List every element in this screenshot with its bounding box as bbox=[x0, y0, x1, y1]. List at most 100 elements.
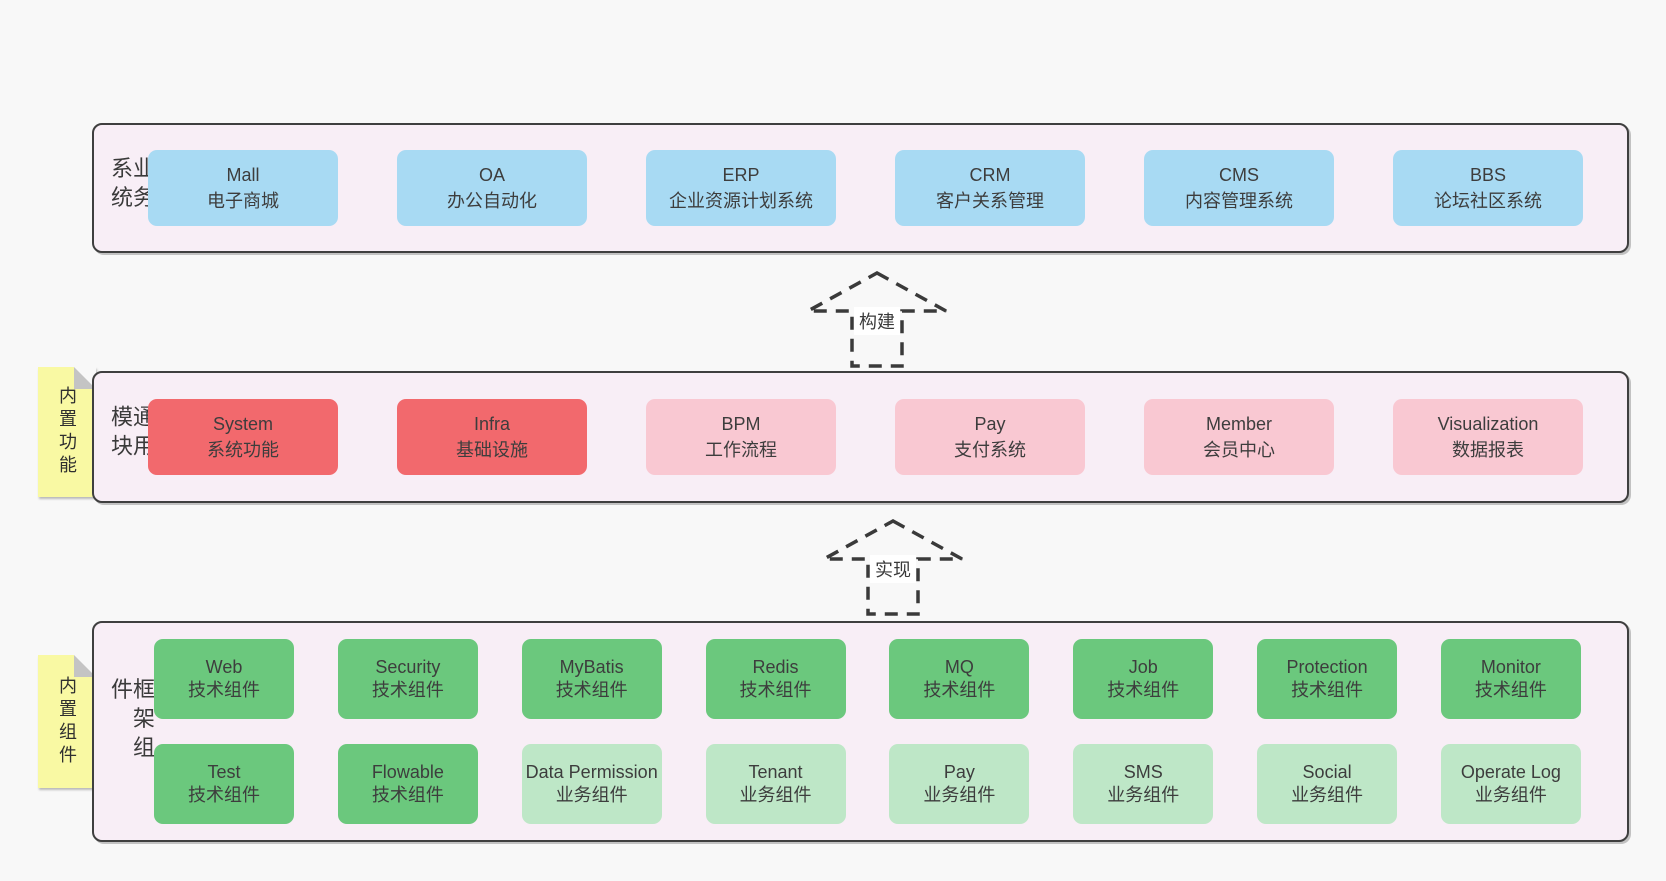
box-name: CRM bbox=[969, 164, 1011, 185]
box-name: Redis bbox=[752, 656, 799, 677]
band-business-systems: 业务系统 Mall 电子商城 OA 办公自动化 ERP 企业资源计划系统 CRM… bbox=[92, 123, 1629, 253]
box-subtitle: 客户关系管理 bbox=[936, 191, 1044, 211]
box-bbs: BBS 论坛社区系统 bbox=[1393, 150, 1583, 226]
box-subtitle: 技术组件 bbox=[739, 680, 812, 700]
band-label-framework-components: 框架组件 bbox=[108, 677, 155, 765]
box-name: Pay bbox=[943, 761, 975, 782]
box-name: CMS bbox=[1219, 164, 1259, 185]
box-name: MQ bbox=[944, 656, 974, 677]
box-subtitle: 基础设施 bbox=[456, 440, 528, 460]
box-erp: ERP 企业资源计划系统 bbox=[646, 150, 836, 226]
box-data-permission: Data Permission 业务组件 bbox=[521, 744, 662, 824]
box-subtitle: 会员中心 bbox=[1203, 440, 1275, 460]
box-name: Flowable bbox=[371, 761, 444, 782]
box-mybatis: MyBatis 技术组件 bbox=[521, 639, 662, 719]
box-social: Social 业务组件 bbox=[1257, 744, 1398, 824]
box-name: BBS bbox=[1469, 164, 1507, 185]
box-tenant: Tenant 业务组件 bbox=[705, 744, 846, 824]
box-name: ERP bbox=[722, 164, 760, 185]
box-visualization: Visualization 数据报表 bbox=[1393, 399, 1583, 475]
box-operate-log: Operate Log 业务组件 bbox=[1440, 744, 1581, 824]
box-protection: Protection 技术组件 bbox=[1257, 639, 1398, 719]
box-name: Security bbox=[375, 656, 441, 677]
arrow-build: 构建 bbox=[805, 270, 949, 370]
band-label-business-systems: 业务系统 bbox=[108, 156, 155, 215]
box-subtitle: 系统功能 bbox=[207, 440, 279, 460]
box-redis: Redis 技术组件 bbox=[705, 639, 846, 719]
box-subtitle: 技术组件 bbox=[371, 785, 444, 805]
note-built-in-features: 内置功能 bbox=[38, 367, 96, 497]
box-name: Test bbox=[207, 761, 241, 782]
box-member: Member 会员中心 bbox=[1144, 399, 1334, 475]
box-name: Tenant bbox=[748, 761, 803, 782]
box-name: Social bbox=[1302, 761, 1352, 782]
box-monitor: Monitor 技术组件 bbox=[1440, 639, 1581, 719]
box-name: Pay bbox=[974, 413, 1006, 434]
box-subtitle: 业务组件 bbox=[555, 785, 628, 805]
box-subtitle: 技术组件 bbox=[371, 680, 444, 700]
box-subtitle: 技术组件 bbox=[555, 680, 628, 700]
box-subtitle: 技术组件 bbox=[188, 785, 260, 805]
box-name: BPM bbox=[721, 413, 761, 434]
arrow-implement-label: 实现 bbox=[870, 555, 916, 583]
box-bpm: BPM 工作流程 bbox=[646, 399, 836, 475]
box-name: OA bbox=[478, 164, 505, 185]
box-pay: Pay 支付系统 bbox=[895, 399, 1085, 475]
box-name: Infra bbox=[473, 413, 511, 434]
box-name: SMS bbox=[1123, 761, 1163, 782]
band-common-modules: 通用模块 System 系统功能 Infra 基础设施 BPM 工作流程 Pay… bbox=[92, 371, 1629, 503]
box-subtitle: 业务组件 bbox=[739, 785, 812, 805]
box-name: System bbox=[212, 413, 273, 434]
box-infra: Infra 基础设施 bbox=[397, 399, 587, 475]
box-subtitle: 业务组件 bbox=[1107, 785, 1180, 805]
box-subtitle: 技术组件 bbox=[1107, 680, 1180, 700]
components-row-1: Web 技术组件 Security 技术组件 MyBatis 技术组件 Redi… bbox=[154, 639, 1581, 719]
box-subtitle: 电子商城 bbox=[207, 191, 279, 211]
box-crm: CRM 客户关系管理 bbox=[895, 150, 1085, 226]
band-business-content: Mall 电子商城 OA 办公自动化 ERP 企业资源计划系统 CRM 客户关系… bbox=[148, 125, 1583, 251]
box-web: Web 技术组件 bbox=[154, 639, 294, 719]
box-subtitle: 业务组件 bbox=[1474, 785, 1547, 805]
box-subtitle: 支付系统 bbox=[954, 440, 1026, 460]
box-system: System 系统功能 bbox=[148, 399, 338, 475]
box-name: Web bbox=[205, 656, 243, 677]
arrow-implement: 实现 bbox=[821, 518, 965, 618]
box-subtitle: 论坛社区系统 bbox=[1434, 191, 1542, 211]
box-name: Member bbox=[1205, 413, 1272, 434]
box-mq: MQ 技术组件 bbox=[889, 639, 1030, 719]
box-oa: OA 办公自动化 bbox=[397, 150, 587, 226]
box-subtitle: 技术组件 bbox=[188, 680, 260, 700]
box-name: Protection bbox=[1286, 656, 1368, 677]
box-subtitle: 技术组件 bbox=[1291, 680, 1364, 700]
box-name: Operate Log bbox=[1460, 761, 1561, 782]
box-name: Data Permission bbox=[525, 761, 658, 782]
box-subtitle: 技术组件 bbox=[1474, 680, 1547, 700]
box-job: Job 技术组件 bbox=[1073, 639, 1214, 719]
box-flowable: Flowable 技术组件 bbox=[337, 744, 478, 824]
box-subtitle: 数据报表 bbox=[1452, 440, 1524, 460]
box-name: Job bbox=[1128, 656, 1158, 677]
box-name: Monitor bbox=[1480, 656, 1541, 677]
box-sms: SMS 业务组件 bbox=[1073, 744, 1214, 824]
box-test: Test 技术组件 bbox=[154, 744, 294, 824]
arrow-build-label: 构建 bbox=[854, 307, 900, 335]
box-subtitle: 业务组件 bbox=[923, 785, 996, 805]
box-security: Security 技术组件 bbox=[337, 639, 478, 719]
box-name: Mall bbox=[226, 164, 260, 185]
box-mall: Mall 电子商城 bbox=[148, 150, 338, 226]
band-components-content: Web 技术组件 Security 技术组件 MyBatis 技术组件 Redi… bbox=[154, 623, 1581, 840]
note-text: 内置功能 bbox=[57, 386, 77, 478]
box-subtitle: 业务组件 bbox=[1291, 785, 1364, 805]
box-subtitle: 技术组件 bbox=[923, 680, 996, 700]
band-framework-components: 框架组件 Web 技术组件 Security 技术组件 MyBatis 技术组件… bbox=[92, 621, 1629, 842]
note-text: 内置组件 bbox=[57, 675, 77, 768]
box-subtitle: 内容管理系统 bbox=[1185, 191, 1293, 211]
box-name: MyBatis bbox=[559, 656, 624, 677]
note-built-in-components: 内置组件 bbox=[38, 655, 96, 788]
box-cms: CMS 内容管理系统 bbox=[1144, 150, 1334, 226]
band-label-common-modules: 通用模块 bbox=[108, 405, 155, 463]
box-pay-business: Pay 业务组件 bbox=[889, 744, 1030, 824]
box-subtitle: 企业资源计划系统 bbox=[669, 191, 813, 211]
box-subtitle: 工作流程 bbox=[705, 440, 777, 460]
box-subtitle: 办公自动化 bbox=[447, 191, 537, 211]
